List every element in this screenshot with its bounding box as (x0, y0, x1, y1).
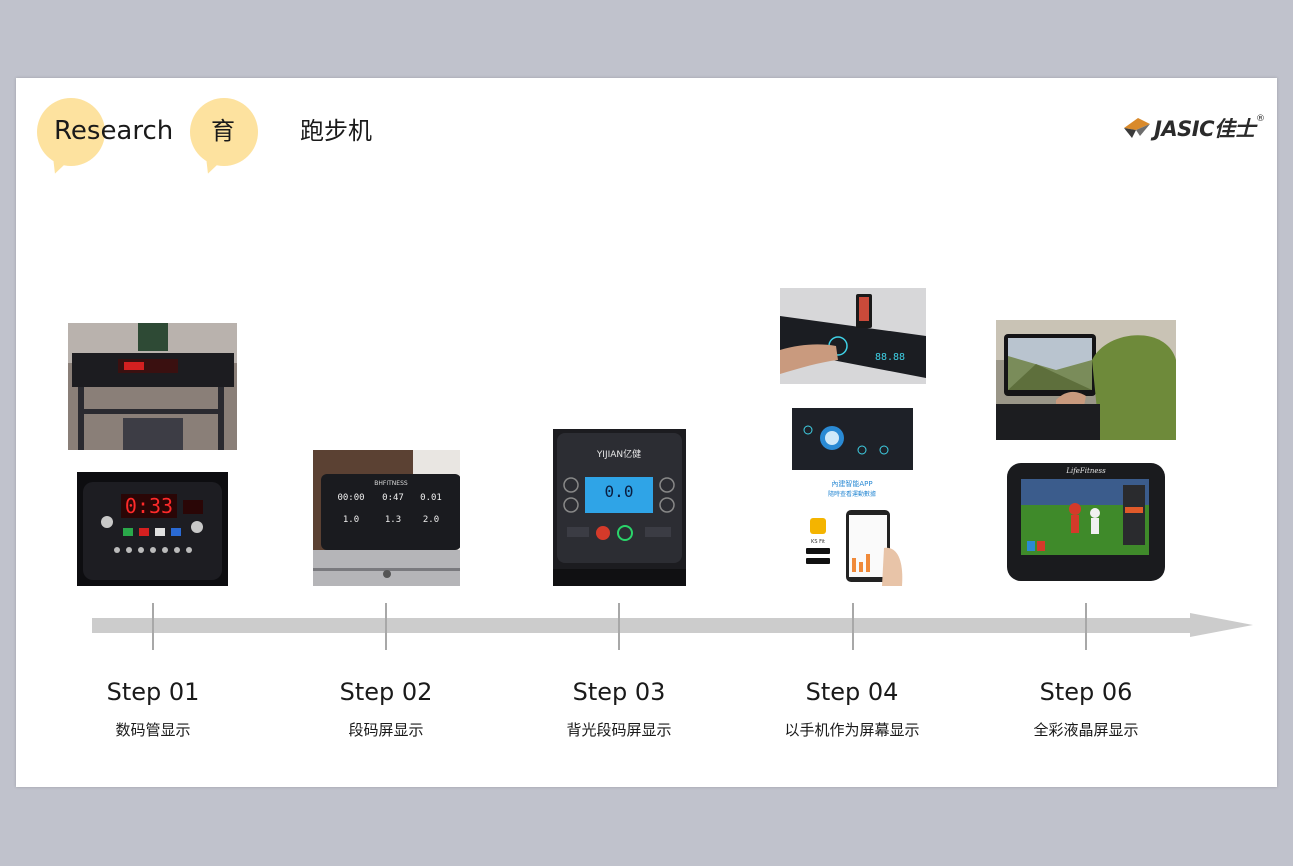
logo-registered-mark: ® (1256, 114, 1265, 124)
timeline-tick-3 (618, 603, 620, 650)
step-subtitle-5: 全彩液晶屏显示 (1033, 721, 1139, 739)
step-title-4: Step 04 (805, 678, 899, 706)
step-subtitle-1: 数码管显示 (115, 721, 191, 739)
step-title-3: Step 03 (572, 678, 666, 706)
yijian-brand: YIJIAN亿健 (596, 448, 641, 460)
photo-step04-phone-holder-console: 88.88 (780, 288, 926, 384)
photo-step06-tv-console (996, 320, 1176, 440)
slide: Research 育 跑步机 JASIC佳士 ® (16, 78, 1277, 787)
backlit-readout: 0.0 (605, 482, 634, 501)
jasic-logo-icon (1124, 118, 1151, 138)
step-title-1: Step 01 (106, 678, 200, 706)
app-poster-sub: 隨時查看運動數據 (828, 490, 876, 498)
photo-step06-color-lcd: LifeFitness (995, 461, 1177, 586)
lifefitness-brand: LifeFitness (1065, 467, 1106, 475)
timeline-arrowhead (1190, 613, 1253, 637)
research-label: Research (54, 116, 174, 146)
segment-reading: 0:47 (382, 493, 404, 503)
segment-reading: 00:00 (337, 493, 364, 503)
timeline-tick-4 (852, 603, 854, 650)
bh-brand: BHFITNESS (374, 480, 408, 487)
logo-text: JASIC佳士 (1154, 117, 1255, 141)
jasic-logo: JASIC佳士 ® (1122, 114, 1265, 142)
segment-reading: 1.3 (385, 515, 401, 525)
page-title: 跑步机 (300, 117, 372, 145)
research-bubble (37, 98, 105, 166)
app-poster-headline: 內建智能APP (831, 479, 872, 488)
console-readout: 88.88 (875, 352, 905, 363)
photo-step02-segment-display: BHFITNESS 00:00 0:47 0.01 1.0 1.3 2.0 (313, 450, 460, 586)
segment-reading: 0.01 (420, 493, 442, 503)
app-name: KS Fit (811, 539, 825, 545)
step-subtitle-4: 以手机作为屏幕显示 (784, 721, 920, 739)
segment-reading: 2.0 (423, 515, 439, 525)
photo-step04-app-poster: 內建智能APP 隨時查看運動數據 KS Fit (792, 408, 913, 586)
photo-step03-backlit-display: YIJIAN亿健 0.0 (553, 429, 686, 586)
timeline-axis (92, 618, 1192, 633)
led-readout: 0:33 (125, 494, 173, 518)
category-label: 育 (211, 117, 235, 145)
timeline-tick-2 (385, 603, 387, 650)
segment-reading: 1.0 (343, 515, 359, 525)
photo-step01-led-display: 0:33 (77, 472, 228, 586)
step-subtitle-2: 段码屏显示 (348, 721, 424, 739)
step-subtitle-3: 背光段码屏显示 (566, 721, 672, 739)
category-bubble (190, 98, 258, 166)
timeline-tick-5 (1085, 603, 1087, 650)
step-title-2: Step 02 (339, 678, 433, 706)
step-title-5: Step 06 (1039, 678, 1133, 706)
timeline-tick-1 (152, 603, 154, 650)
photo-step01-treadmill-console (68, 323, 237, 450)
